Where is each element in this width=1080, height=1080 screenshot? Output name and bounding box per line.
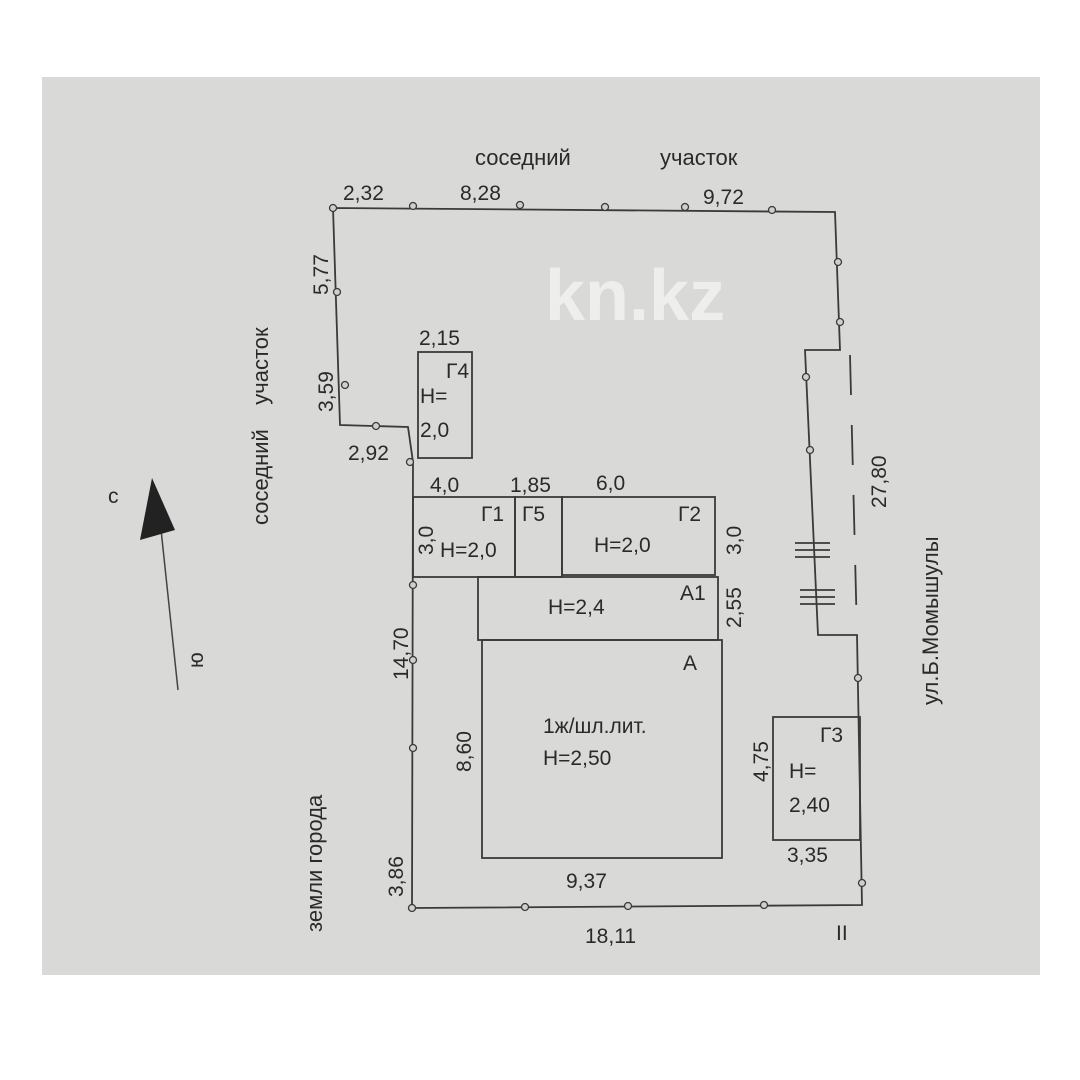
g2-height: Н=2,0 — [594, 534, 651, 557]
a-description: 1ж/шл.лит. — [543, 715, 647, 738]
dim-g5-width: 1,85 — [510, 474, 551, 497]
dim-bottom: 18,11 — [585, 925, 636, 948]
a1-name: А1 — [680, 582, 706, 605]
a1-height: Н=2,4 — [548, 596, 605, 619]
g3-name: Г3 — [820, 724, 843, 747]
watermark: kn.kz — [545, 256, 725, 336]
compass-south-label: ю — [185, 652, 208, 668]
a-height: Н=2,50 — [543, 747, 611, 770]
a-name: А — [683, 652, 697, 675]
compass-north-label: с — [108, 485, 119, 508]
paper-background — [42, 77, 1040, 975]
dim-left-1: 5,77 — [310, 254, 333, 295]
north-neighbor-label-2: участок — [660, 145, 738, 170]
g3-height-1: Н= — [789, 760, 816, 783]
dim-g2-width: 6,0 — [596, 472, 625, 495]
dim-a-height: 8,60 — [453, 731, 476, 772]
street-label: ул.Б.Момышулы — [918, 536, 943, 705]
dashed-line — [849, 354, 858, 636]
compass-line — [159, 519, 179, 691]
g4-height-2: 2,0 — [420, 419, 449, 442]
dim-g4-width: 2,15 — [419, 327, 460, 350]
dim-g2-height: 3,0 — [723, 526, 746, 555]
dim-top-3: 9,72 — [703, 186, 744, 209]
compass: с ю — [108, 478, 208, 691]
g5-name: Г5 — [522, 503, 545, 526]
g4-name: Г4 — [446, 360, 469, 383]
building-a — [481, 639, 723, 859]
north-neighbor-label-1: соседний — [475, 145, 571, 170]
gate-marks — [795, 542, 835, 605]
dim-left-3: 14,70 — [390, 627, 413, 680]
g1-height: Н=2,0 — [440, 539, 497, 562]
building-g2 — [561, 496, 716, 576]
boundary-points — [328, 200, 867, 913]
g1-name: Г1 — [481, 503, 504, 526]
g3-height-2: 2,40 — [789, 794, 830, 817]
dim-top-1: 2,32 — [343, 182, 384, 205]
dim-g3-width: 3,35 — [787, 844, 828, 867]
dim-left-2: 3,59 — [315, 371, 338, 412]
dim-left-4: 3,86 — [385, 856, 408, 897]
dim-right: 27,80 — [868, 455, 891, 508]
west-neighbor-label: соседний участок — [248, 327, 273, 525]
dim-g1-width: 4,0 — [430, 474, 459, 497]
dim-a1-height: 2,55 — [723, 587, 746, 628]
north-arrow-icon — [140, 478, 175, 540]
dim-step: 2,92 — [348, 442, 389, 465]
building-g4 — [417, 351, 473, 459]
g2-name: Г2 — [678, 503, 701, 526]
g4-height-1: Н= — [420, 385, 447, 408]
city-land-label: земли города — [302, 794, 327, 932]
dim-g3-height: 4,75 — [750, 741, 773, 782]
section-mark: II — [836, 922, 848, 945]
dim-top-2: 8,28 — [460, 182, 501, 205]
dim-g1-height: 3,0 — [415, 526, 438, 555]
building-g3 — [772, 716, 861, 841]
dim-a-width: 9,37 — [566, 870, 607, 893]
